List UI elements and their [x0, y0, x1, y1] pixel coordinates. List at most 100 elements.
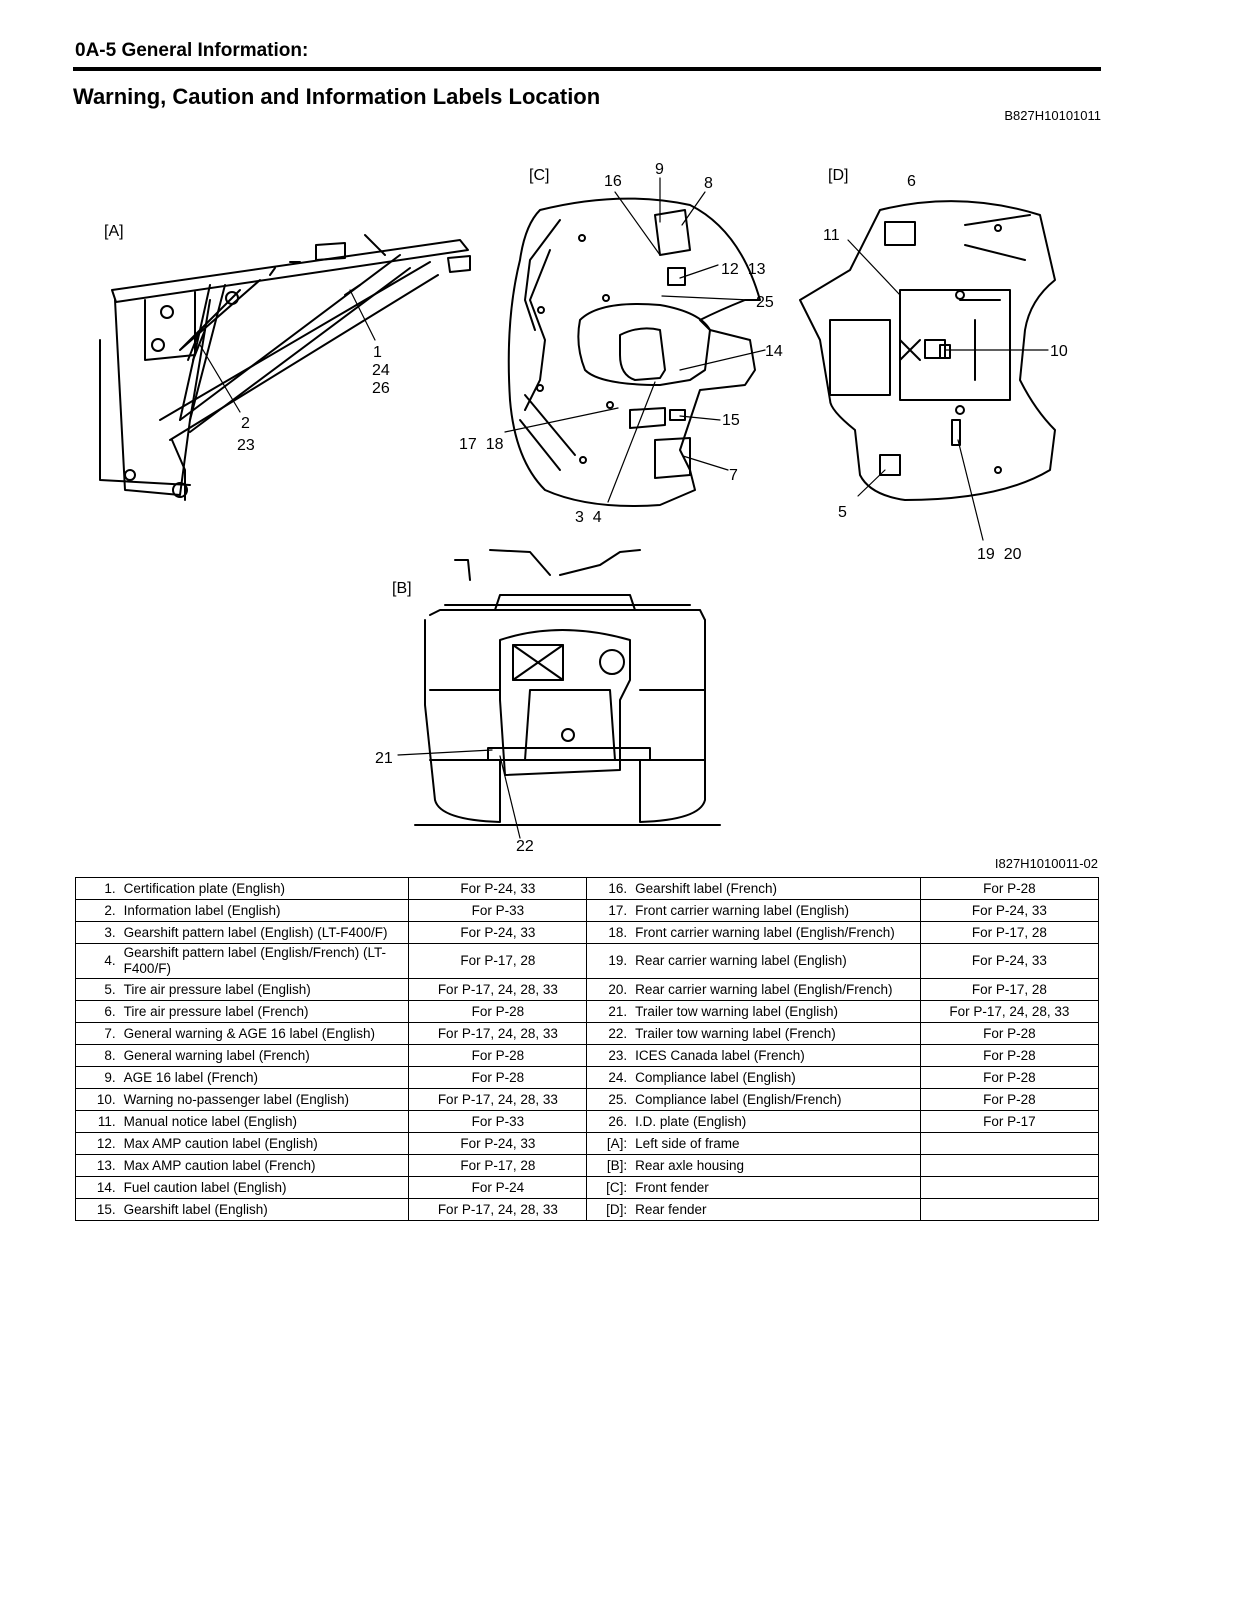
- figure-code: I827H1010011-02: [994, 856, 1098, 871]
- legend-left-pages: For P-28: [408, 1000, 588, 1023]
- legend-right-pages: For P-17, 24, 28, 33: [919, 1000, 1100, 1023]
- legend-right-pages: [919, 1176, 1100, 1199]
- legend-left-pages: For P-17, 24, 28, 33: [408, 1088, 588, 1111]
- legend-right-description: Front carrier warning label (English): [631, 899, 921, 922]
- legend-right-pages: For P-28: [919, 1066, 1100, 1089]
- view-label-b: [B]: [392, 580, 412, 597]
- legend-row: 14.Fuel caution label (English)For P-24[…: [74, 1176, 1100, 1199]
- legend-row: 8.General warning label (French)For P-28…: [74, 1044, 1100, 1067]
- view-label-a: [A]: [104, 223, 124, 240]
- legend-right-number: 21.: [586, 1000, 632, 1023]
- legend-row: 4.Gearshift pattern label (English/Frenc…: [74, 943, 1100, 979]
- legend-left-description: General warning label (French): [119, 1044, 410, 1067]
- legend-left-pages: For P-17, 28: [408, 943, 588, 979]
- legend-right-number: 26.: [586, 1110, 632, 1133]
- legend-row: 6.Tire air pressure label (French)For P-…: [74, 1000, 1100, 1023]
- legend-right-number: 17.: [586, 899, 632, 922]
- header-rule: [73, 67, 1101, 71]
- label-legend-table: 1.Certification plate (English)For P-24,…: [74, 877, 1100, 1221]
- legend-right-pages: For P-28: [919, 1088, 1100, 1111]
- legend-right-pages: For P-17, 28: [919, 921, 1100, 944]
- callout-23: 23: [237, 437, 255, 454]
- label-location-figure: [A] [C] [D] [B] 1 24 26 2 23 16 9 8 12 1…: [99, 161, 1068, 855]
- callout-9: 9: [655, 161, 664, 178]
- legend-left-description: General warning & AGE 16 label (English): [119, 1022, 410, 1045]
- callout-26: 26: [372, 380, 390, 397]
- legend-left-description: Manual notice label (English): [119, 1110, 410, 1133]
- legend-left-number: 1.: [74, 877, 120, 900]
- legend-left-number: 11.: [74, 1110, 120, 1133]
- rear-fender-drawing: [799, 200, 1056, 501]
- frame-left-side-drawing: [99, 234, 471, 501]
- legend-right-description: Gearshift label (French): [631, 877, 921, 900]
- legend-left-number: 10.: [74, 1088, 120, 1111]
- legend-left-pages: For P-33: [408, 1110, 588, 1133]
- callout-16: 16: [604, 173, 622, 190]
- legend-left-description: Warning no-passenger label (English): [119, 1088, 410, 1111]
- legend-left-description: Gearshift pattern label (English) (LT-F4…: [119, 921, 410, 944]
- legend-right-number: [B]:: [586, 1154, 632, 1177]
- legend-left-number: 15.: [74, 1198, 120, 1221]
- callout-7: 7: [729, 467, 738, 484]
- legend-right-pages: For P-24, 33: [919, 899, 1100, 922]
- legend-row: 10.Warning no-passenger label (English)F…: [74, 1088, 1100, 1111]
- legend-left-description: Tire air pressure label (French): [119, 1000, 410, 1023]
- legend-row: 1.Certification plate (English)For P-24,…: [74, 877, 1100, 900]
- legend-right-description: Rear carrier warning label (English/Fren…: [631, 978, 921, 1001]
- callout-17-18: 17 18: [459, 436, 504, 453]
- legend-right-description: Rear fender: [631, 1198, 921, 1221]
- legend-right-pages: For P-28: [919, 877, 1100, 900]
- legend-left-pages: For P-24, 33: [408, 1132, 588, 1155]
- legend-right-number: [C]:: [586, 1176, 632, 1199]
- legend-row: 11.Manual notice label (English)For P-33…: [74, 1110, 1100, 1133]
- legend-right-pages: [919, 1198, 1100, 1221]
- legend-right-description: Trailer tow warning label (English): [631, 1000, 921, 1023]
- view-label-c: [C]: [529, 167, 549, 184]
- legend-right-number: 25.: [586, 1088, 632, 1111]
- legend-row: 12.Max AMP caution label (English)For P-…: [74, 1132, 1100, 1155]
- callout-3-4: 3 4: [575, 509, 602, 526]
- legend-row: 13.Max AMP caution label (French)For P-1…: [74, 1154, 1100, 1177]
- legend-left-pages: For P-24: [408, 1176, 588, 1199]
- legend-right-description: I.D. plate (English): [631, 1110, 921, 1133]
- legend-right-number: 18.: [586, 921, 632, 944]
- legend-right-pages: For P-28: [919, 1022, 1100, 1045]
- legend-left-description: Gearshift label (English): [119, 1198, 410, 1221]
- legend-left-number: 8.: [74, 1044, 120, 1067]
- legend-right-number: [D]:: [586, 1198, 632, 1221]
- legend-row: 5.Tire air pressure label (English)For P…: [74, 978, 1100, 1001]
- callout-2: 2: [241, 415, 250, 432]
- legend-right-description: Compliance label (English/French): [631, 1088, 921, 1111]
- callout-6: 6: [907, 173, 916, 190]
- legend-left-description: Fuel caution label (English): [119, 1176, 410, 1199]
- legend-right-description: Front fender: [631, 1176, 921, 1199]
- legend-right-description: Trailer tow warning label (French): [631, 1022, 921, 1045]
- legend-right-pages: For P-24, 33: [919, 943, 1100, 979]
- legend-left-number: 3.: [74, 921, 120, 944]
- legend-right-description: Rear axle housing: [631, 1154, 921, 1177]
- legend-left-number: 4.: [74, 943, 120, 979]
- callout-11: 11: [823, 227, 840, 244]
- legend-left-number: 14.: [74, 1176, 120, 1199]
- legend-left-pages: For P-17, 28: [408, 1154, 588, 1177]
- legend-left-pages: For P-24, 33: [408, 921, 588, 944]
- section-header: 0A-5 General Information:: [75, 40, 309, 61]
- legend-left-number: 13.: [74, 1154, 120, 1177]
- front-fender-drawing: [507, 197, 761, 507]
- legend-left-number: 12.: [74, 1132, 120, 1155]
- legend-left-description: Information label (English): [119, 899, 410, 922]
- page-title: Warning, Caution and Information Labels …: [73, 84, 601, 109]
- legend-right-description: Rear carrier warning label (English): [631, 943, 921, 979]
- callout-21: 21: [375, 750, 393, 767]
- callout-8: 8: [704, 175, 713, 192]
- legend-right-description: Compliance label (English): [631, 1066, 921, 1089]
- legend-right-pages: [919, 1132, 1100, 1155]
- legend-right-number: 20.: [586, 978, 632, 1001]
- legend-left-description: Tire air pressure label (English): [119, 978, 410, 1001]
- callout-1: 1: [373, 344, 382, 361]
- callout-10: 10: [1050, 343, 1068, 360]
- legend-right-description: Left side of frame: [631, 1132, 921, 1155]
- legend-row: 7.General warning & AGE 16 label (Englis…: [74, 1022, 1100, 1045]
